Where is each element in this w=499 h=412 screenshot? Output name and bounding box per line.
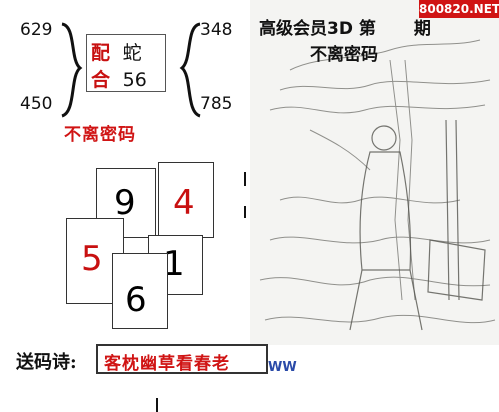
card-6: 6	[112, 253, 168, 329]
pairing-box: 配 蛇 合 56	[86, 34, 166, 92]
number-bottom-left: 450	[20, 94, 53, 114]
pair-value-2: 56	[122, 69, 147, 91]
card-label: 1	[163, 244, 185, 284]
right-brace-icon	[179, 22, 201, 118]
poem-text: 客枕幽草看春老	[104, 354, 230, 374]
left-brace-icon	[61, 22, 83, 118]
card-4: 4	[158, 162, 214, 238]
poem-suffix: WW	[268, 360, 297, 375]
pair-value-1: 蛇	[122, 42, 142, 64]
card-label: 4	[173, 183, 195, 223]
card-label: 9	[114, 183, 136, 223]
header-title-text: 高级会员3D 第	[259, 19, 376, 39]
sketch-panel: 800820.NET 高级会员3D 第 期 不离密码	[250, 0, 499, 345]
header-title: 高级会员3D 第 期	[259, 14, 431, 39]
header-subtitle: 不离密码	[310, 45, 378, 65]
subtitle: 不离密码	[64, 125, 136, 145]
ink-sketch-illustration	[259, 39, 496, 331]
number-top-right: 348	[200, 20, 233, 40]
site-tag: 800820.NET	[419, 0, 499, 18]
number-top-left: 629	[20, 20, 53, 40]
card-label: 5	[81, 239, 103, 279]
divider-mark	[244, 172, 246, 186]
header-title-suffix: 期	[413, 19, 431, 39]
pair-line2: 合 56	[91, 65, 147, 92]
divider-mark	[244, 206, 246, 218]
divider-mark	[156, 398, 158, 412]
poem-label: 送码诗:	[16, 352, 77, 373]
pair-char-2: 合	[91, 69, 111, 91]
poem-box: 客枕幽草看春老	[96, 344, 268, 374]
pair-char-1: 配	[91, 42, 111, 64]
number-bottom-right: 785	[200, 94, 233, 114]
card-label: 6	[125, 280, 147, 320]
pair-line1: 配 蛇	[91, 38, 142, 65]
